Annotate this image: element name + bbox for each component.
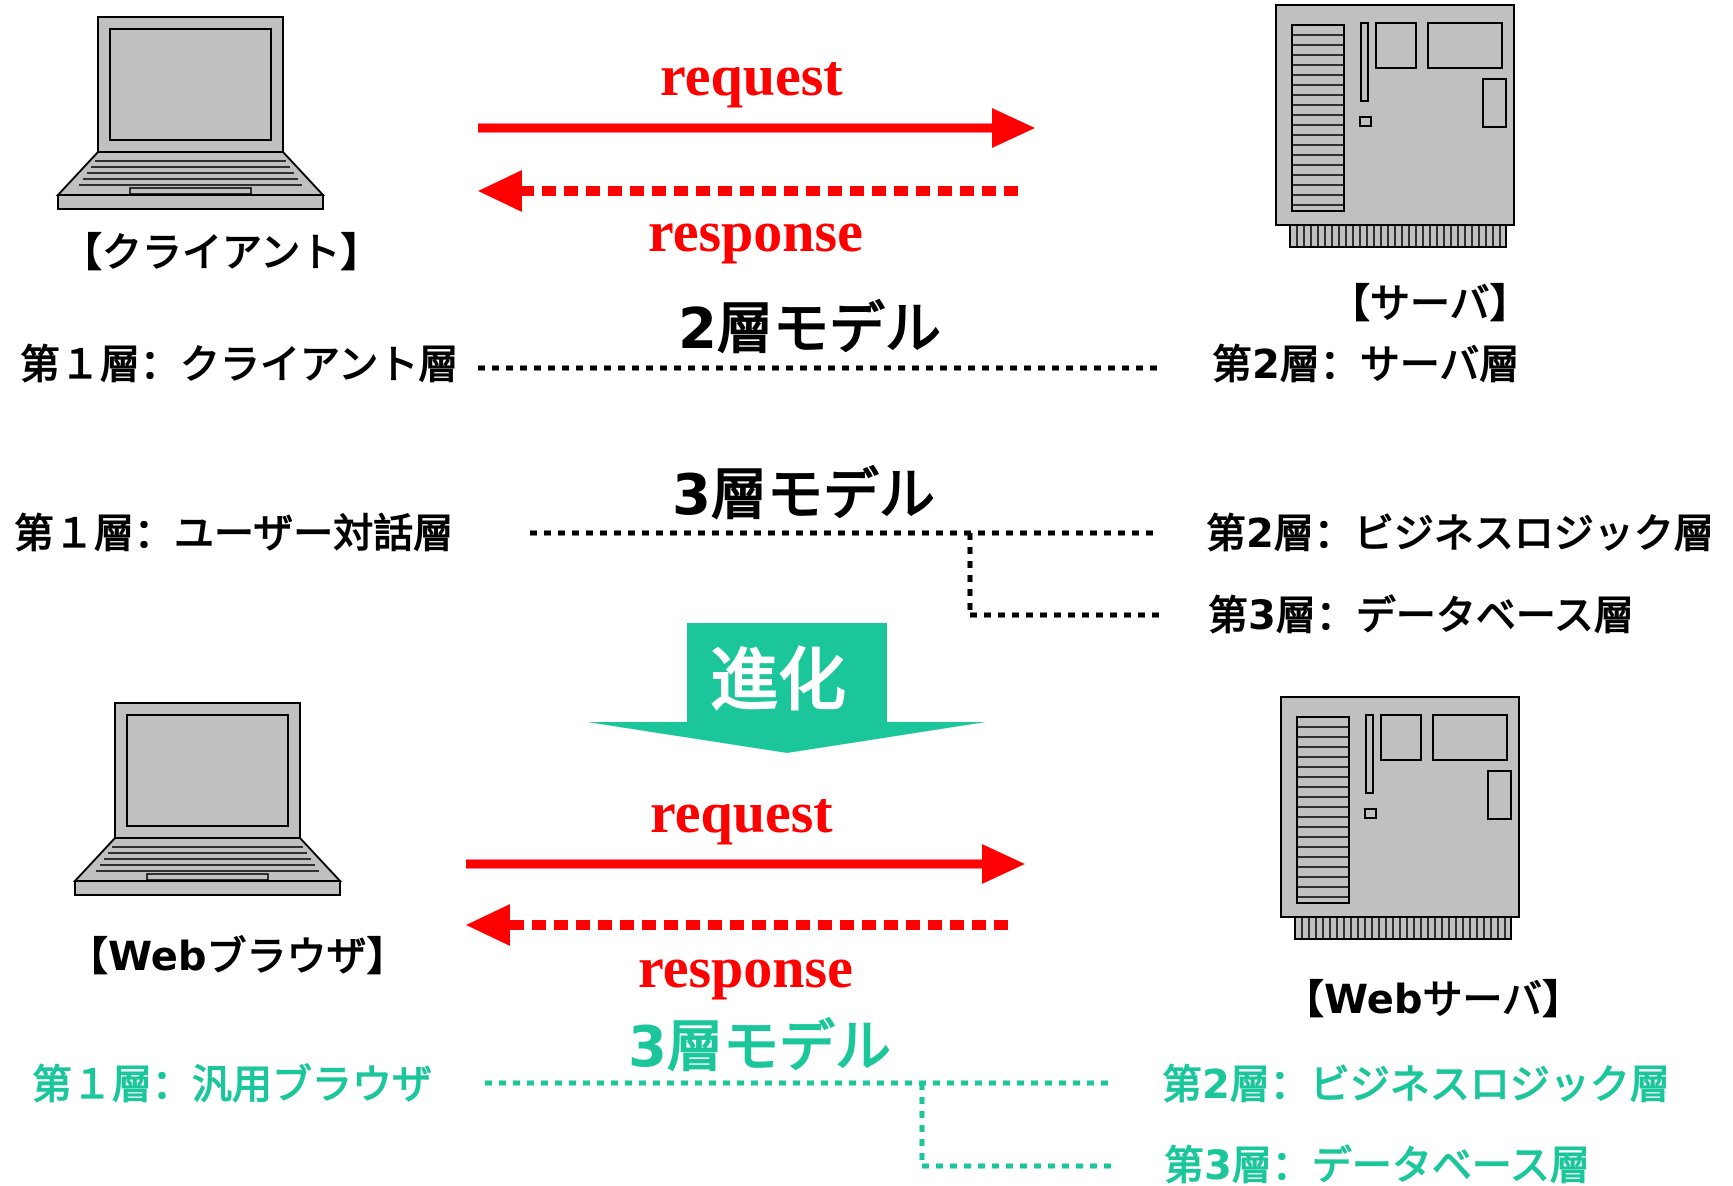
three-tier-layer3: 第3層：データベース層 [1208, 593, 1634, 639]
server-label: 【サーバ】 [1330, 281, 1530, 327]
request-label: request [660, 43, 843, 108]
three-tier-connector [530, 530, 1160, 618]
server-icon [1275, 4, 1515, 248]
web-three-tier-title: 3層モデル [628, 1015, 891, 1080]
web-three-tier-connector [485, 1080, 1112, 1169]
server-icon [1280, 696, 1520, 940]
laptop-icon [57, 16, 324, 210]
response-label: response [638, 935, 853, 1000]
three-tier-title: 3層モデル [672, 463, 935, 528]
two-tier-title: 2層モデル [678, 297, 941, 362]
evolution-arrow [587, 623, 986, 753]
response-label: response [648, 199, 863, 264]
web-three-tier-layer2: 第2層：ビジネスロジック層 [1162, 1062, 1670, 1108]
client-label: 【クライアント】 [62, 230, 381, 276]
web-three-tier-layer1: 第１層：汎用ブラウザ [32, 1062, 432, 1108]
laptop-icon [74, 702, 341, 896]
request-label: request [650, 780, 833, 845]
response-arrow [478, 170, 1025, 212]
three-tier-layer2: 第2層：ビジネスロジック層 [1206, 511, 1714, 557]
two-tier-layer2: 第2層：サーバ層 [1212, 342, 1520, 388]
response-arrow [466, 904, 1015, 946]
web-three-tier-layer3: 第3層：データベース層 [1164, 1143, 1590, 1186]
request-arrow [478, 108, 1035, 148]
two-tier-layer1: 第１層：クライアント層 [20, 342, 459, 388]
web-client-label: 【Webブラウザ】 [68, 934, 407, 980]
evolution-label: 進化 [710, 642, 847, 721]
three-tier-layer1: 第１層：ユーザー対話層 [14, 511, 454, 557]
request-arrow [466, 844, 1025, 884]
web-server-label: 【Webサーバ】 [1284, 977, 1583, 1023]
